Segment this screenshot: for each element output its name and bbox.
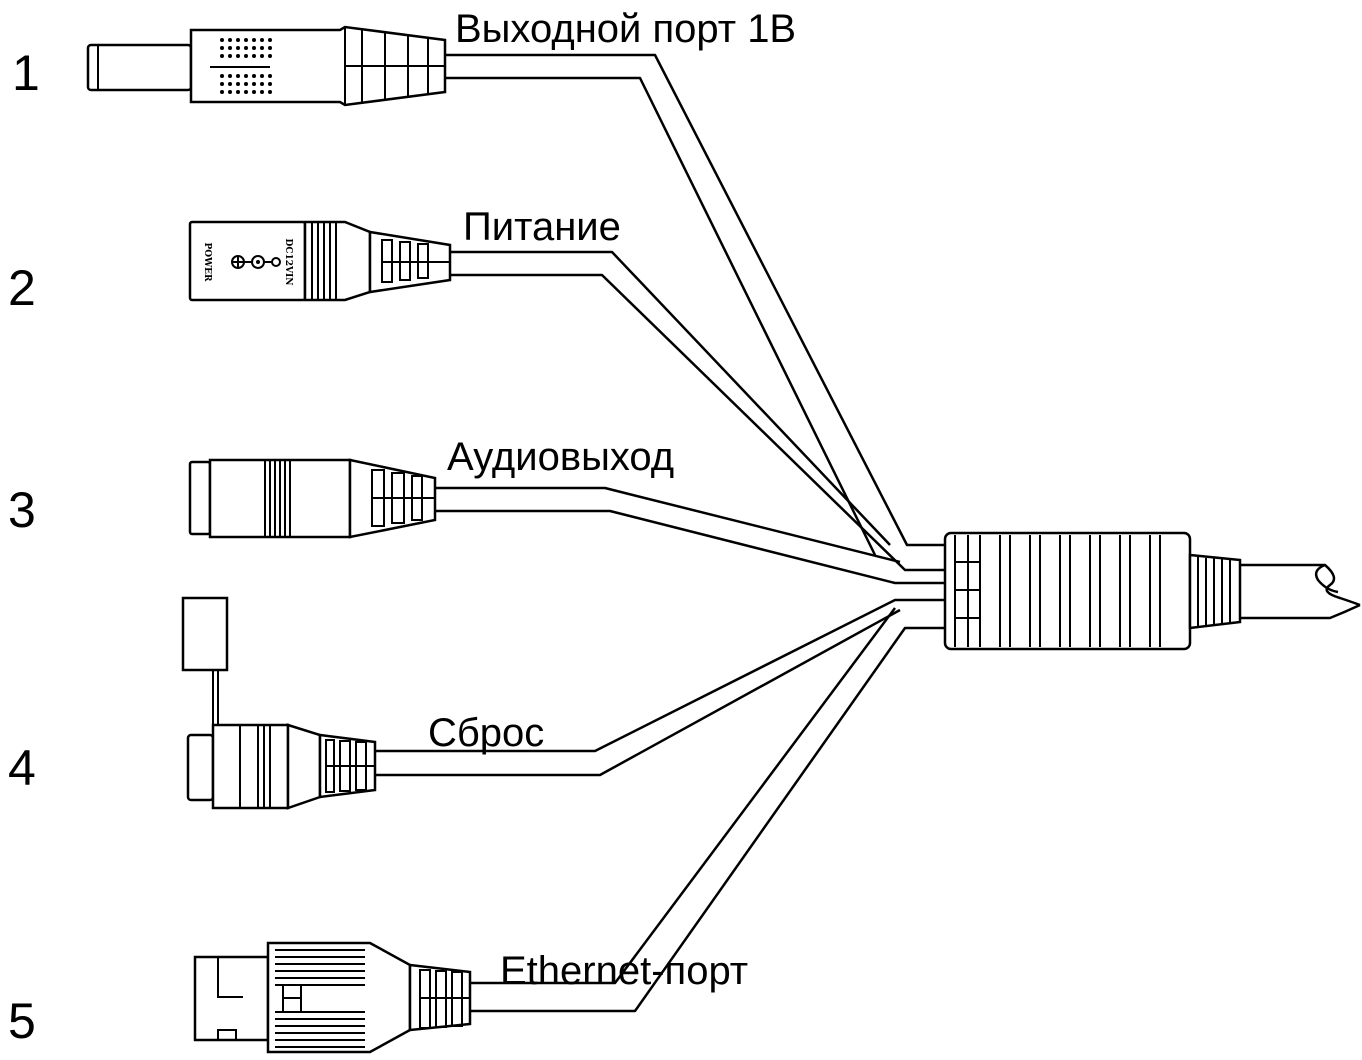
power-jack-print-right: DC12VIN bbox=[283, 239, 293, 286]
wire-5 bbox=[470, 607, 897, 985]
connector-5 bbox=[193, 941, 472, 1054]
connector-1-grip-dots bbox=[220, 38, 272, 94]
polarity-symbol bbox=[231, 255, 281, 269]
wire-1-lower bbox=[445, 76, 877, 556]
connector-label-5: Ethernet-порт bbox=[500, 949, 748, 993]
connector-number-4: 4 bbox=[8, 740, 36, 796]
main-cable bbox=[1240, 563, 1361, 620]
wire-4-lower bbox=[375, 608, 901, 777]
hub-grooves bbox=[954, 535, 1161, 647]
wire-2 bbox=[450, 250, 891, 546]
connector-2: POWER DC12VIN bbox=[188, 220, 452, 302]
connector-label-3: Аудиовыход bbox=[447, 435, 674, 479]
connector-1 bbox=[86, 25, 447, 107]
connector-3 bbox=[188, 458, 437, 539]
power-jack-print-left: POWER bbox=[202, 242, 212, 282]
strain-relief-rings bbox=[1197, 557, 1231, 626]
wire-1 bbox=[445, 53, 945, 547]
cable-hub bbox=[943, 531, 1361, 651]
wire-5-lower bbox=[470, 626, 945, 1013]
connector-number-2: 2 bbox=[8, 260, 36, 316]
connector-label-1: Выходной порт 1В bbox=[455, 7, 796, 51]
connector-number-5: 5 bbox=[8, 993, 36, 1049]
connector-labels: Выходной порт 1В Питание Аудиовыход Сбро… bbox=[428, 7, 796, 993]
connector-label-4: Сброс bbox=[428, 711, 544, 755]
wire-3-lower bbox=[435, 509, 945, 585]
connector-label-2: Питание bbox=[463, 205, 621, 249]
cable-wires bbox=[375, 53, 945, 1013]
connector-number-3: 3 bbox=[8, 482, 36, 538]
connector-4 bbox=[181, 596, 377, 810]
wire-4 bbox=[375, 598, 945, 753]
wire-2-lower bbox=[450, 273, 945, 572]
connector-number-1: 1 bbox=[12, 45, 40, 101]
reset-tag bbox=[181, 596, 229, 672]
connector-numbers: 1 2 3 4 5 bbox=[8, 45, 40, 1049]
wire-3 bbox=[435, 486, 901, 564]
